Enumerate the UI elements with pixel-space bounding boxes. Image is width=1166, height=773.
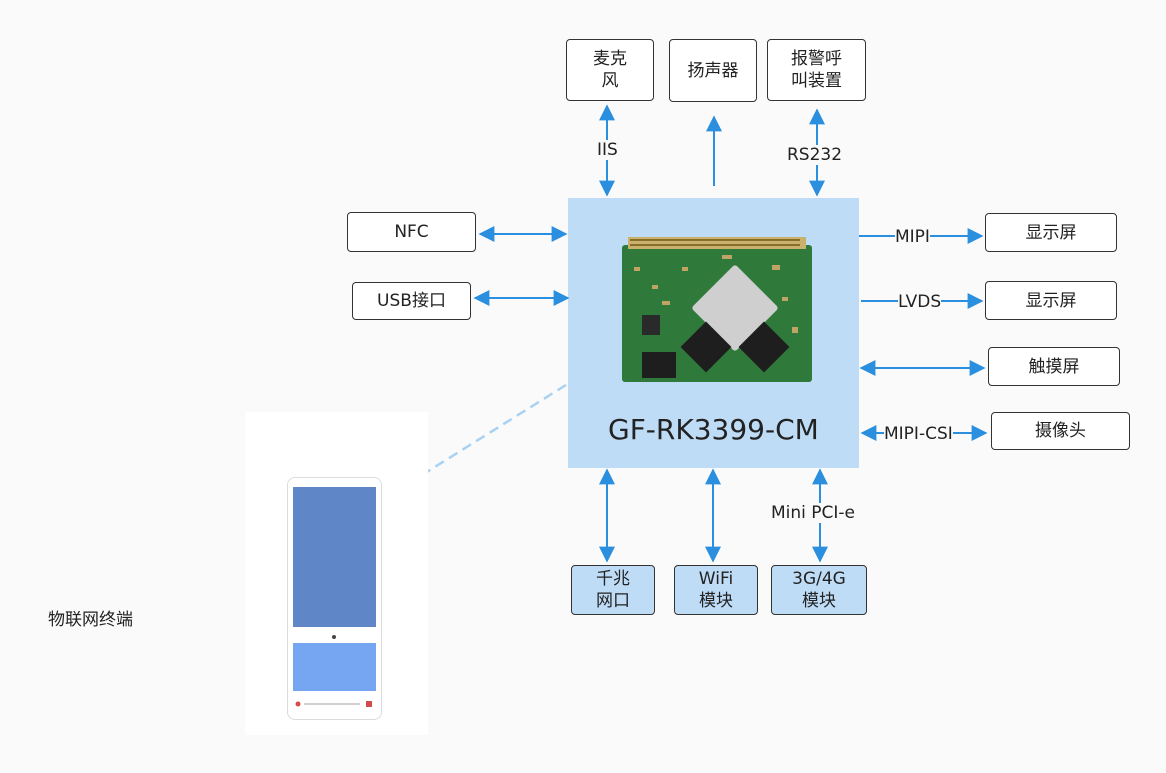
wifi-label: WiFi 模块 [698,569,734,611]
terminal-main-screen [293,487,376,627]
alarm-label: 报警呼 叫装置 [791,49,842,91]
speaker-label: 扬声器 [687,60,739,81]
camera-label: 摄像头 [1035,421,1086,441]
alarm-box: 报警呼 叫装置 [767,39,866,101]
mipi-csi-label: MIPI-CSI [884,424,953,444]
mipi-label: MIPI [895,227,930,247]
usb-label: USB接口 [377,291,446,311]
terminal-camera-dot [332,635,336,639]
mini-pcie-label: Mini PCI-e [771,503,856,523]
display2-label: 显示屏 [1025,290,1077,311]
nfc-label: NFC [394,222,429,242]
mobile-box: 3G/4G 模块 [771,565,867,615]
ethernet-box: 千兆 网口 [571,565,655,615]
display1-box: 显示屏 [985,213,1117,252]
terminal-device-icon [287,477,382,720]
speaker-box: 扬声器 [669,39,757,102]
display2-box: 显示屏 [985,281,1117,320]
touchscreen-box: 触摸屏 [988,347,1120,386]
usb-box: USB接口 [352,282,471,320]
microphone-label: 麦克 风 [593,49,627,91]
terminal-footer-icons [295,701,372,707]
microphone-box: 麦克 风 [566,39,654,101]
terminal-label: 物联网终端 [48,610,133,630]
rs232-label: RS232 [787,145,843,165]
core-title: GF-RK3399-CM [608,413,819,446]
terminal-sub-screen [293,643,376,691]
nfc-box: NFC [347,212,476,252]
camera-box: 摄像头 [991,412,1130,450]
ethernet-label: 千兆 网口 [596,569,630,611]
iis-label: IIS [597,140,618,160]
board-image [622,237,812,382]
lvds-label: LVDS [898,292,942,312]
wifi-box: WiFi 模块 [674,565,758,615]
touchscreen-label: 触摸屏 [1028,356,1080,377]
mobile-label: 3G/4G 模块 [792,569,846,611]
display1-label: 显示屏 [1025,222,1077,243]
